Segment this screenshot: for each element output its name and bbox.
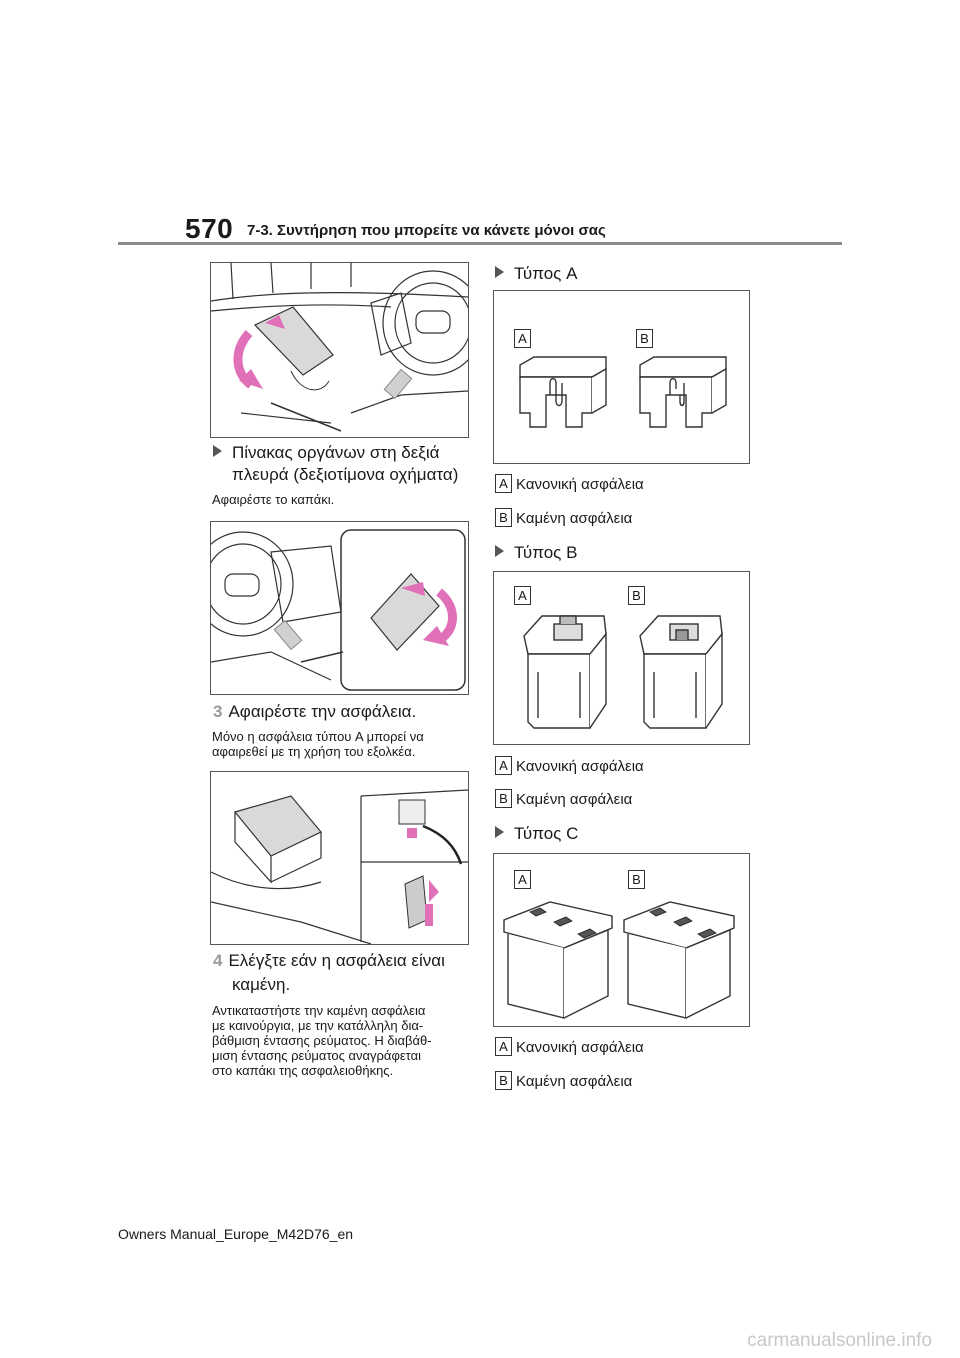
note-puller-line2: αφαιρεθεί με τη χρήση του εξολκέα. [212,744,416,759]
label-b-badge: B [628,870,645,889]
legend-b-badge: B [495,789,512,808]
note-replace-line3: βάθμιση έντασης ρεύματος. Η διαβάθ- [212,1033,432,1048]
label-a-badge: A [514,870,531,889]
heading-type-a-text: Τύπος A [514,264,578,283]
heading-type-c: Τύπος C [495,821,578,847]
legend-normal-fuse: Κανονική ασφάλεια [516,1039,644,1056]
section-title: 7-3. Συντήρηση που μπορείτε να κάνετε μό… [247,222,606,239]
figure-fuse-type-b: A B [493,571,750,745]
legend-blown-fuse: Καμένη ασφάλεια [516,791,633,808]
triangle-bullet-icon [213,445,222,457]
heading-rhd-dashboard: Πίνακας οργάνων στη δεξιά [213,440,440,466]
step-4: 4 Ελέγξτε εάν η ασφάλεια είναι [213,948,445,974]
dashboard-illustration [211,263,468,432]
label-a-badge: A [514,586,531,605]
note-replace-line2: με καινούργια, με την κατάλληλη δια- [212,1018,424,1033]
triangle-bullet-icon [495,826,504,838]
note-replace-line4: μιση έντασης ρεύματος αναγράφεται [212,1048,422,1063]
fuse-box-illustration [211,789,468,944]
heading-rhd-dashboard-line2: πλευρά (δεξιοτίμονα οχήματα) [232,465,459,484]
heading-type-a: Τύπος A [495,261,577,287]
dashboard-illustration-rhd [211,529,466,691]
step-4-line2: καμένη. [232,975,291,994]
note-remove-cover: Αφαιρέστε το καπάκι. [212,492,335,507]
heading-type-b: Τύπος B [495,540,577,566]
heading-type-b-text: Τύπος B [514,543,578,562]
legend-blown-fuse: Καμένη ασφάλεια [516,510,633,527]
legend-a-badge: A [495,756,512,775]
figure-fuse-type-c: A B [493,853,750,1027]
label-b-badge: B [636,329,653,348]
watermark: carmanualsonline.info [747,1330,932,1351]
heading-type-c-text: Τύπος C [514,824,579,843]
header-rule [118,242,842,245]
step-3-text: Αφαιρέστε την ασφάλεια. [228,702,417,721]
legend-normal-fuse: Κανονική ασφάλεια [516,758,644,775]
label-b-badge: B [628,586,645,605]
legend-b-badge: B [495,1071,512,1090]
label-a-badge: A [514,329,531,348]
footer-manual-id: Owners Manual_Europe_M42D76_en [118,1226,354,1242]
step-3: 3 Αφαιρέστε την ασφάλεια. [213,699,416,725]
triangle-bullet-icon [495,545,504,557]
cartridge-fuses-illustration [523,615,723,729]
triangle-bullet-icon [495,266,504,278]
box-fuses-illustration [503,901,735,1019]
step-4-number: 4 [213,951,223,970]
note-puller-line1: Μόνο η ασφάλεια τύπου A μπορεί να [212,729,424,744]
step-3-number: 3 [213,702,223,721]
figure-fuse-removal [210,771,469,945]
figure-cover-removal-right [210,521,469,695]
legend-a-badge: A [495,1037,512,1056]
figure-fuse-type-a: A B [493,290,750,464]
legend-normal-fuse: Κανονική ασφάλεια [516,476,644,493]
legend-blown-fuse: Καμένη ασφάλεια [516,1073,633,1090]
blade-fuses-illustration [519,356,727,428]
note-replace-line5: στο καπάκι της ασφαλειοθήκης. [212,1063,394,1078]
figure-cover-removal-left [210,262,469,438]
legend-a-badge: A [495,474,512,493]
note-replace-line1: Αντικαταστήστε την καμένη ασφάλεια [212,1003,426,1018]
step-4-text: Ελέγξτε εάν η ασφάλεια είναι [228,951,445,970]
legend-b-badge: B [495,508,512,527]
page-number: 570 [185,213,234,244]
heading-text: Πίνακας οργάνων στη δεξιά [232,443,440,462]
